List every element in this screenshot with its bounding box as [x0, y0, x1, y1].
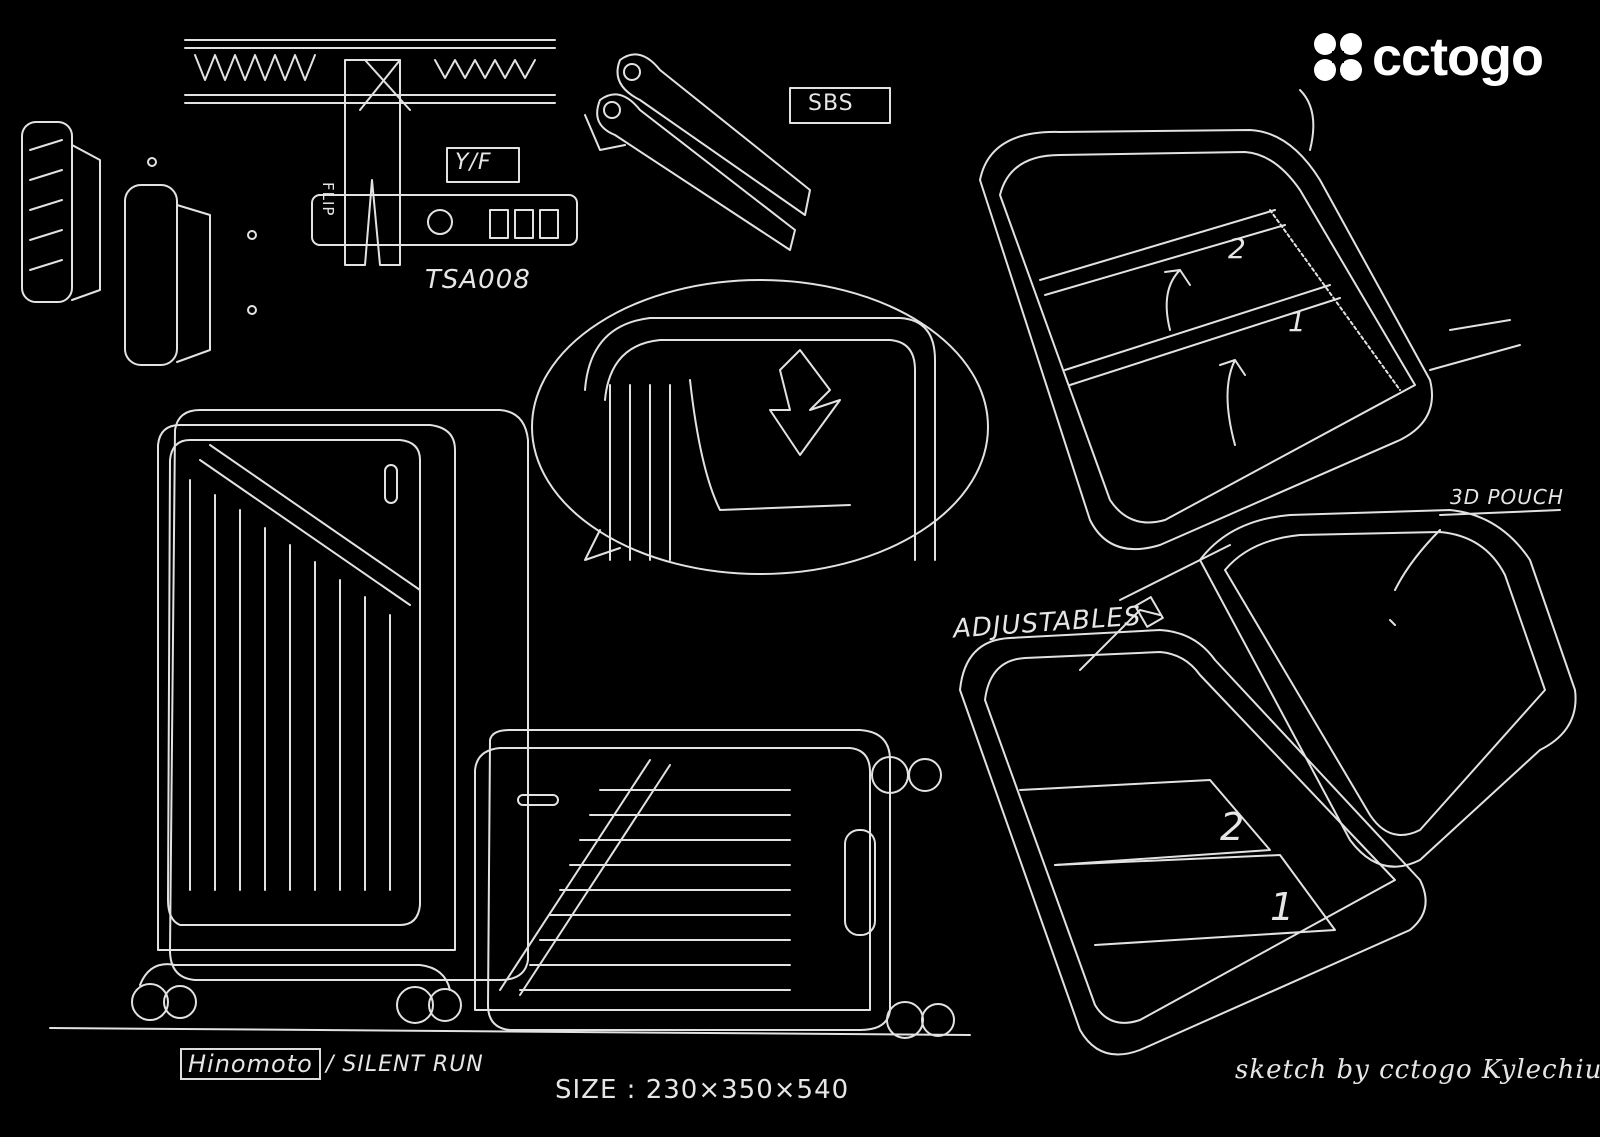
- size-label: SIZE : 230×350×540: [555, 1075, 850, 1105]
- signature-label: sketch by cctogo Kylechiu: [1235, 1055, 1600, 1085]
- wheels-brand-label: Hinomoto: [180, 1048, 321, 1080]
- detail-bubble-sketch: [531, 279, 989, 575]
- tall-suitcase-sketch: [131, 409, 529, 1024]
- lock-code-label: TSA008: [425, 265, 531, 295]
- hinge-sketch: [584, 53, 811, 251]
- wide-suitcase-sketch: [49, 729, 971, 1039]
- divider-number-1-bottom: 1: [1270, 885, 1296, 929]
- brand-logo: cctogo: [1312, 27, 1544, 87]
- open-suitcase-top-sketch: [979, 89, 1521, 551]
- divider-number-2-top: 2: [1228, 232, 1247, 265]
- hinge-tag-box: [789, 87, 891, 124]
- logo-icon: [1314, 33, 1362, 81]
- logo-text: cctogo: [1372, 27, 1544, 87]
- divider-number-1-top: 1: [1288, 305, 1307, 338]
- flip-label: FLIP: [319, 182, 337, 217]
- open-suitcase-bottom-sketch: [959, 509, 1577, 1056]
- pouch-label: 3D POUCH: [1450, 485, 1564, 509]
- divider-number-2-bottom: 2: [1220, 805, 1246, 849]
- zipper-lock-sketch: [184, 39, 578, 266]
- wheel-cap-sketch: [21, 121, 257, 366]
- zipper-tag-box: [446, 147, 520, 183]
- wheels-model-label: / SILENT RUN: [326, 1052, 484, 1077]
- hinge-tag-label: SBS: [808, 91, 854, 116]
- zipper-tag-label: Y/F: [455, 150, 492, 175]
